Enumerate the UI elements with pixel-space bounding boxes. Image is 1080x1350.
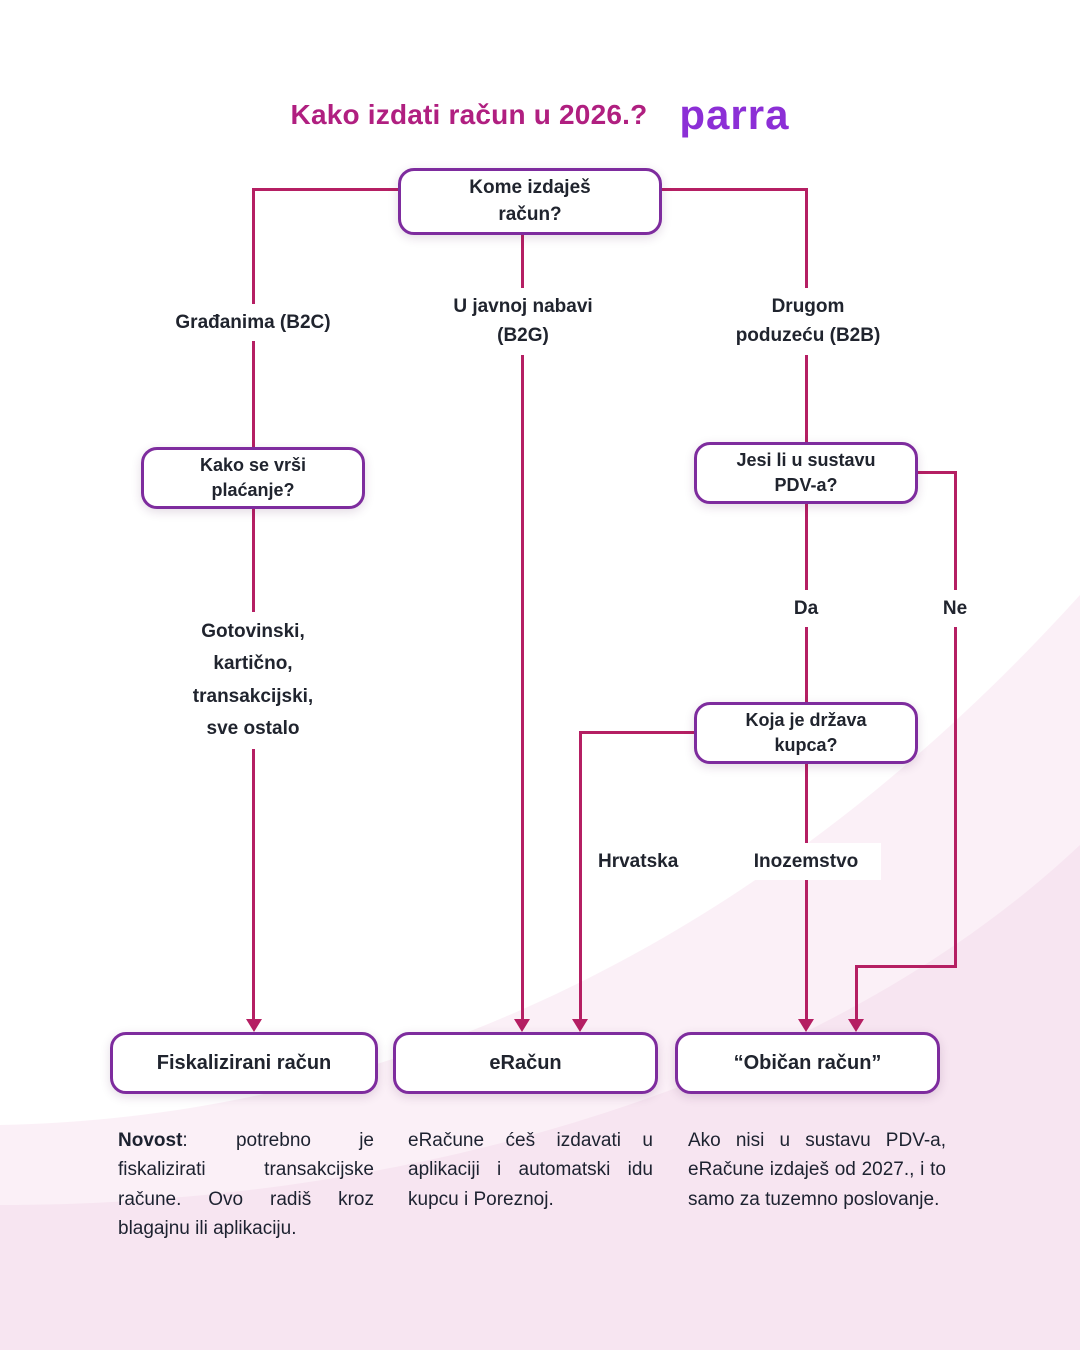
payment-method-item: kartično,	[213, 653, 293, 675]
arrowhead-into-fiscal	[246, 1019, 262, 1032]
node-payment-line1: Kako se vrši	[199, 454, 307, 475]
node-root-line2: račun?	[498, 203, 562, 225]
arrowhead-b2g-into-eracun	[514, 1019, 530, 1032]
note-eracun: eRačune ćeš izdavati u aplikaciji i auto…	[408, 1130, 653, 1210]
node-root-question: Kome izdaješ račun?	[398, 168, 662, 235]
node-fiscal-label: Fiskalizirani račun	[156, 1052, 332, 1074]
branch-label-da: Da	[781, 590, 831, 628]
payment-method-item: transakcijski,	[192, 685, 314, 707]
node-country-question: Koja je država kupca?	[694, 702, 918, 764]
payment-method-item: Gotovinski,	[201, 621, 305, 642]
node-result-eracun: eRačun	[393, 1032, 658, 1094]
payment-method-item: sve ostalo	[206, 717, 300, 739]
parra-logo: parra	[679, 91, 790, 138]
node-result-fiskalizirani-racun: Fiskalizirani račun	[110, 1032, 378, 1094]
branch-label-b2b-line2: poduzeću (B2B)	[735, 325, 881, 347]
connector-ne-vertical-long	[954, 471, 957, 968]
arrowhead-hrvatska-into-eracun	[572, 1019, 588, 1032]
connector-payment-to-fiscal-vertical	[252, 509, 255, 1022]
node-pdv-line2: PDV-a?	[774, 475, 838, 495]
node-obican-label: “Običan račun”	[733, 1052, 882, 1074]
connector-ne-horizontal-bottom	[856, 965, 957, 968]
note-fiscal-lead: Novost	[118, 1130, 183, 1151]
node-eracun-label: eRačun	[489, 1052, 562, 1074]
branch-label-b2b-line1: Drugom	[771, 296, 845, 317]
branch-label-b2g-line2: (B2G)	[497, 325, 549, 347]
connector-hrvatska-vertical	[579, 731, 582, 1022]
note-fiscal: Novost: potrebno je fiskalizirati transa…	[118, 1126, 374, 1244]
background-curve-upper	[0, 595, 1080, 1350]
branch-label-hrvatska: Hrvatska	[598, 851, 679, 872]
node-pdv-line1: Jesi li u sustavu	[736, 449, 876, 470]
branch-label-b2g-line1: U javnoj nabavi	[453, 296, 593, 317]
connector-b2g-vertical	[521, 233, 524, 1022]
branch-label-b2g: U javnoj nabavi (B2G)	[413, 288, 633, 355]
header: Kako izdati račun u 2026.? parra	[0, 94, 1080, 136]
connector-inozemstvo-vertical	[805, 764, 808, 1022]
connector-root-to-b2c-horizontal	[252, 188, 398, 191]
payment-methods-list: Gotovinski, kartično, transakcijski, sve…	[133, 612, 373, 750]
connector-ne-horizontal-top	[917, 471, 957, 474]
branch-label-b2b: Drugom poduzeću (B2B)	[698, 288, 918, 355]
connector-root-to-b2b-horizontal	[662, 188, 808, 191]
branch-label-inozemstvo: Inozemstvo	[731, 843, 881, 881]
arrowhead-ne-into-obican	[848, 1019, 864, 1032]
node-payment-line2: plaćanje?	[211, 480, 295, 500]
note-obican: Ako nisi u sustavu PDV-a, eRačune izdaje…	[688, 1130, 946, 1210]
node-root-line1: Kome izdaješ	[469, 176, 591, 198]
branch-label-ne: Ne	[930, 590, 980, 628]
connector-ne-vertical-short	[855, 965, 858, 1022]
page-title: Kako izdati račun u 2026.?	[290, 99, 648, 130]
node-result-obican-racun: “Običan račun”	[675, 1032, 940, 1094]
background-curve-lower	[0, 845, 1080, 1350]
node-country-line1: Koja je država	[745, 709, 867, 730]
node-country-line2: kupca?	[774, 735, 838, 755]
node-payment-question: Kako se vrši plaćanje?	[141, 447, 365, 509]
connector-hrvatska-horizontal	[579, 731, 694, 734]
branch-label-b2c: Građanima (B2C)	[130, 304, 376, 342]
note-fiscal-body: : potrebno je fiskalizirati transakcijsk…	[118, 1130, 374, 1240]
node-pdv-question: Jesi li u sustavu PDV-a?	[694, 442, 918, 504]
arrowhead-inozemstvo-into-obican	[798, 1019, 814, 1032]
